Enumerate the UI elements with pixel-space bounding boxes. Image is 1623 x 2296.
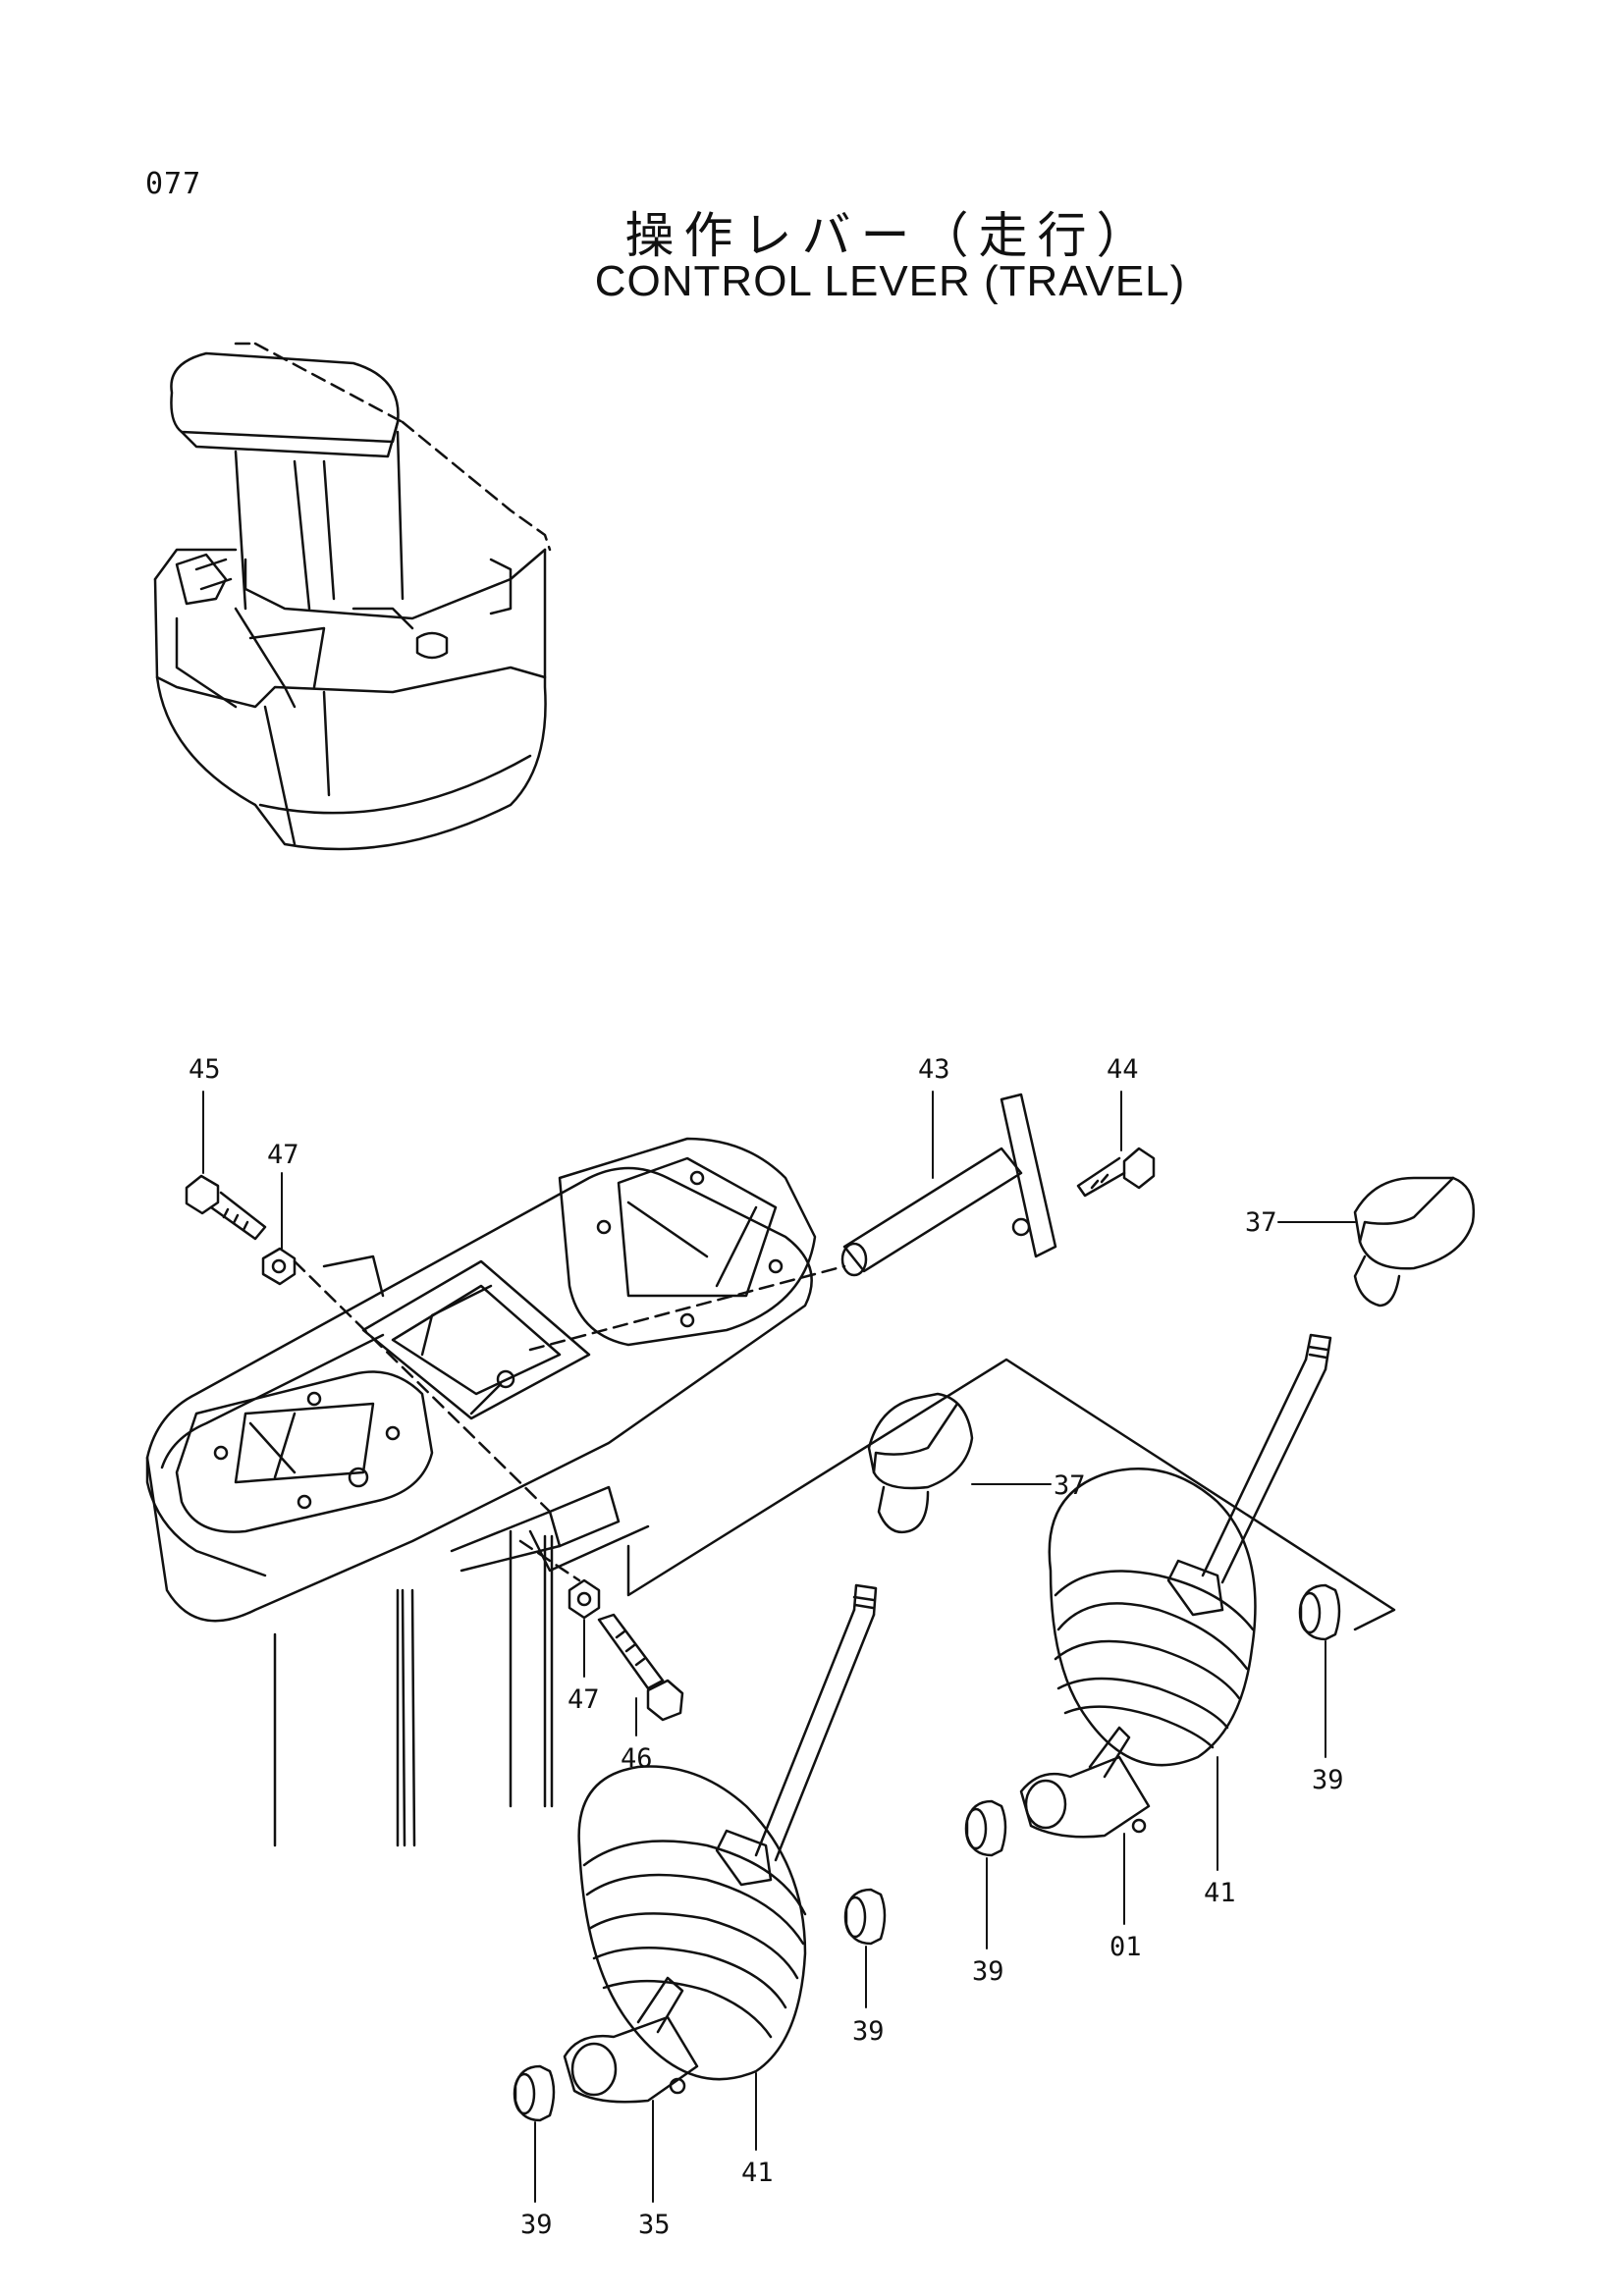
callout-47-lower: 47	[568, 1684, 600, 1715]
knob-37-lower-drawing	[867, 1392, 974, 1534]
page-number: 077	[145, 167, 202, 201]
callout-labels: 45 47 43 44 37 37 47 46 39 41 01 39 39 4…	[189, 1054, 1344, 2240]
bolt-44-drawing	[1076, 1147, 1156, 1198]
bolt-46-drawing	[597, 1613, 684, 1722]
title-english: CONTROL LEVER (TRAVEL)	[594, 257, 1186, 305]
callout-37-lower: 37	[1054, 1470, 1086, 1501]
callout-44: 44	[1107, 1054, 1139, 1085]
lever-assembly-left-drawing	[563, 1583, 878, 2104]
nut-47-lower-drawing	[568, 1578, 601, 1620]
callout-39-right: 39	[1312, 1765, 1344, 1795]
bushing-39-center-drawing	[843, 1888, 887, 1946]
callout-47-top: 47	[267, 1140, 299, 1170]
console-overview-drawing	[153, 342, 552, 851]
callout-41-left: 41	[741, 2158, 774, 2188]
callout-41-right: 41	[1204, 1878, 1236, 1908]
callout-37-upper: 37	[1245, 1207, 1277, 1238]
bushing-39-right-drawing	[1298, 1583, 1341, 1641]
callout-01: 01	[1109, 1932, 1142, 1962]
callout-45: 45	[189, 1054, 221, 1085]
callout-43: 43	[918, 1054, 950, 1085]
pin-43-drawing	[840, 1093, 1057, 1277]
callout-39-left: 39	[520, 2210, 553, 2240]
callout-39-mid: 39	[972, 1956, 1004, 1987]
leader-lines	[202, 1091, 1356, 2203]
bolt-45-drawing	[185, 1174, 267, 1241]
console-frame-drawing	[145, 1137, 1396, 1847]
bushing-39-mid-drawing	[964, 1799, 1007, 1857]
lever-assembly-right-drawing	[1019, 1333, 1332, 1839]
title-japanese: 操作レバー（走行）	[624, 207, 1156, 264]
callout-39-center: 39	[852, 2016, 885, 2047]
nut-47-top-drawing	[261, 1247, 297, 1286]
bushing-39-left-drawing	[513, 2064, 556, 2122]
knob-37-upper-drawing	[1353, 1176, 1476, 1308]
callout-46: 46	[621, 1743, 653, 1774]
callout-35: 35	[638, 2210, 671, 2240]
